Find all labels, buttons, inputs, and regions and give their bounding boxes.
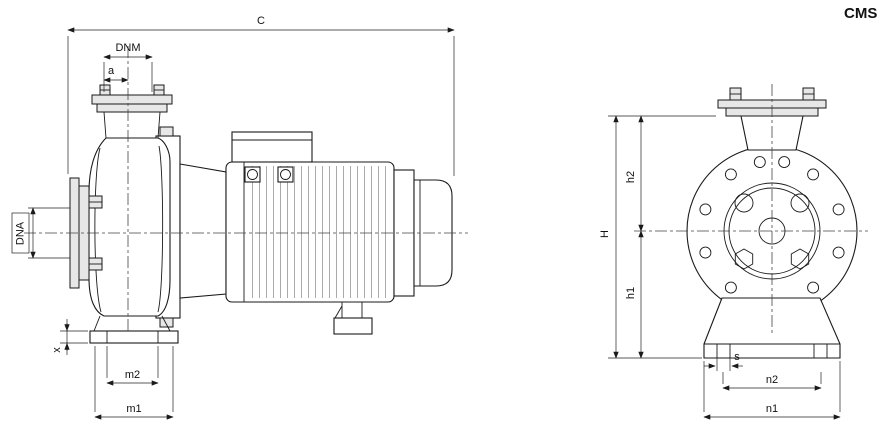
dim-label-n1: n1 <box>766 403 778 415</box>
volute-casing <box>88 137 171 317</box>
end-view: H h2 h1 s n2 n1 <box>599 84 868 420</box>
motor-fins <box>248 166 386 298</box>
dim-label-C: C <box>257 15 265 27</box>
dim-label-x: x <box>51 347 63 353</box>
motor-foot <box>333 302 373 335</box>
dim-label-a: a <box>108 65 115 77</box>
dim-label-m2: m2 <box>125 369 140 381</box>
pump-base <box>89 315 179 344</box>
end-discharge-flange <box>717 87 827 151</box>
motor <box>225 131 453 335</box>
dim-label-DNM: DNM <box>115 42 140 54</box>
dim-label-h2: h2 <box>625 171 637 183</box>
dim-label-m1: m1 <box>126 403 141 415</box>
terminal-box <box>231 131 313 163</box>
dim-label-n2: n2 <box>766 374 778 386</box>
end-view-dimensions: H h2 h1 s n2 n1 <box>599 115 841 420</box>
end-support-foot <box>703 297 841 359</box>
motor-adapter <box>179 163 227 299</box>
dim-label-h1: h1 <box>625 287 637 299</box>
dim-label-H: H <box>599 230 611 238</box>
flange-bolt-holes <box>699 156 845 294</box>
dim-label-DNA: DNA <box>14 221 26 245</box>
drawing-title: CMS <box>844 5 877 22</box>
side-view: C DNM a DNA x m2 <box>11 15 468 420</box>
side-view-dimensions: C DNM a DNA x m2 <box>11 15 455 420</box>
discharge-flange <box>91 84 173 139</box>
dim-label-s: s <box>734 351 740 363</box>
motor-front-bolts <box>244 166 294 183</box>
